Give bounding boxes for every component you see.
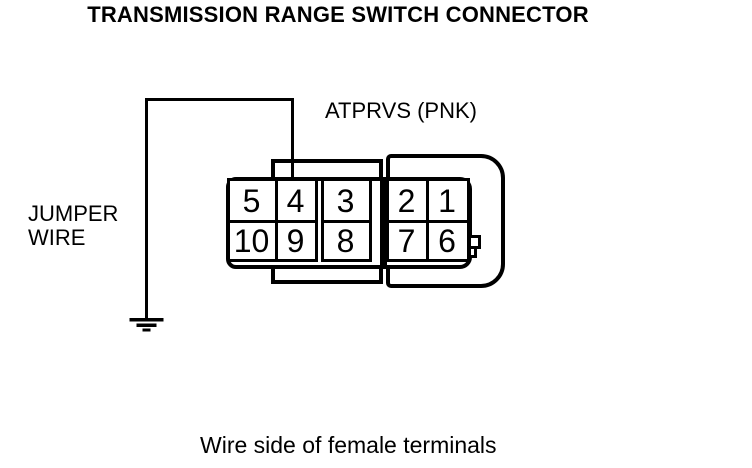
ground-symbol-icon (129, 318, 164, 332)
pin-cell-6: 6 (426, 220, 470, 262)
pin-cell-4: 4 (275, 178, 318, 223)
diagram-caption: Wire side of female terminals (200, 432, 497, 458)
pin-cell-3: 3 (321, 178, 372, 223)
jumper-wire-label-line2: WIRE (28, 225, 86, 251)
signal-wire-label: ATPRVS (PNK) (325, 98, 477, 123)
jumper-wire-label-line1: JUMPER (28, 201, 119, 226)
pin-cell-2: 2 (386, 178, 429, 223)
pin-cell-7: 7 (386, 220, 429, 262)
pin-cell-5: 5 (227, 178, 278, 223)
pin-cell-1: 1 (426, 178, 470, 223)
diagram-title: TRANSMISSION RANGE SWITCH CONNECTOR (87, 2, 589, 27)
pin-cell-9: 9 (275, 220, 318, 262)
jumper-wire-label: JUMPER WIRE (28, 201, 119, 251)
pin-cell-10: 10 (227, 220, 278, 262)
pin-cell-8: 8 (321, 220, 372, 262)
